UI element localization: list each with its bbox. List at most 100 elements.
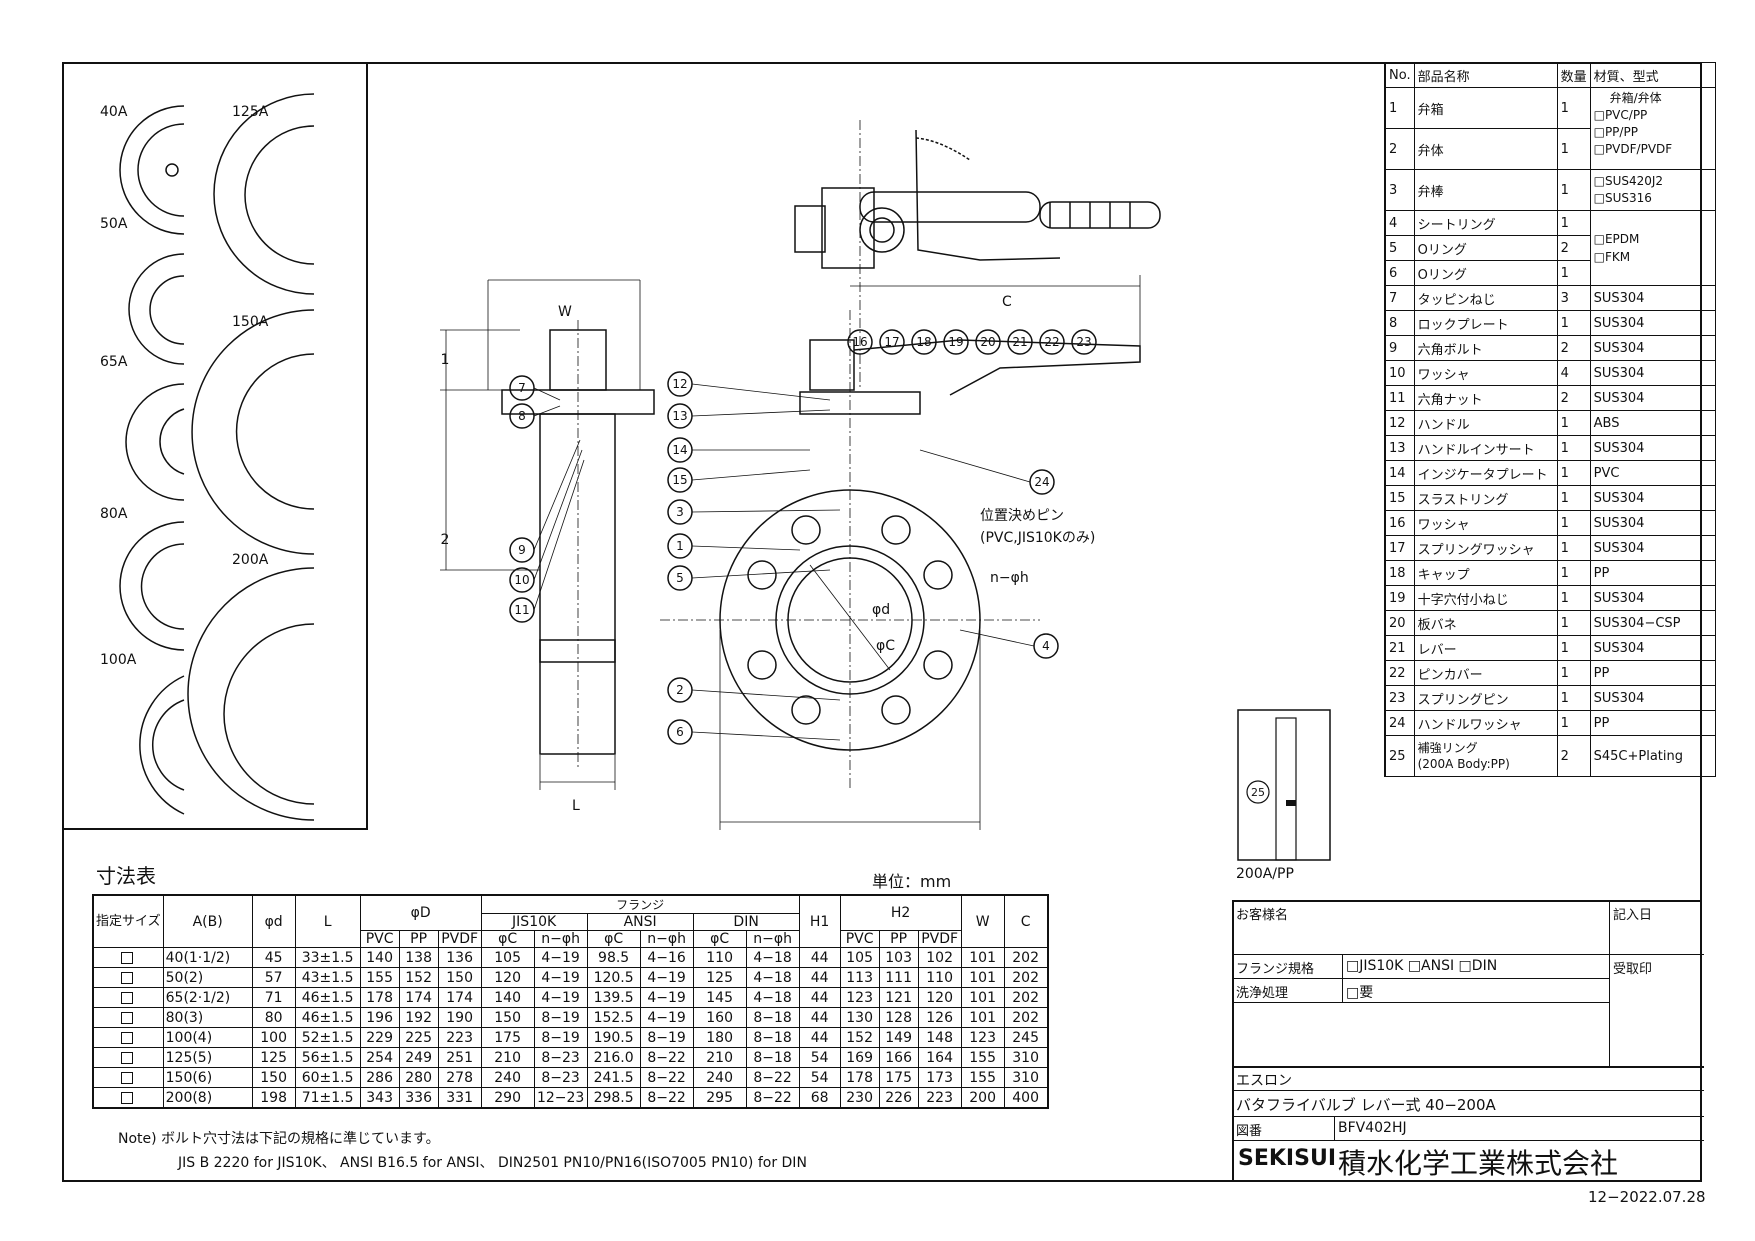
dim-cell: 113 (839, 967, 880, 988)
dim-cell: 52±1.5 (294, 1027, 361, 1048)
part-no: 18 (1384, 560, 1415, 586)
part-no: 25 (1384, 735, 1415, 777)
dim-cell: 245 (1003, 1027, 1049, 1048)
dim-cell: 166 (878, 1047, 919, 1068)
size-checkbox[interactable] (92, 1047, 164, 1068)
part-no: 11 (1384, 385, 1415, 411)
tb-flange-opts: □JIS10K □ANSI □DIN (1346, 958, 1498, 974)
part-qty: 1 (1556, 460, 1591, 486)
dim-cell: 290 (480, 1087, 535, 1109)
size-checkbox[interactable] (92, 1087, 164, 1109)
tb-cleaning-opt: □要 (1346, 985, 1374, 1001)
size-checkbox[interactable] (92, 1007, 164, 1028)
dim-cell: 102 (917, 947, 962, 968)
part-name: スプリングワッシャ (1413, 535, 1558, 561)
dim-cell: 400 (1003, 1087, 1049, 1109)
dim-cell: 169 (839, 1047, 880, 1068)
parts-header-qty: 数量 (1556, 62, 1591, 88)
dim-label-phi-d: φd (872, 602, 890, 618)
size-checkbox[interactable] (92, 987, 164, 1008)
tb-received: 受取印 (1613, 962, 1653, 977)
part-material: SUS304 (1589, 360, 1716, 386)
dim-cell: 240 (480, 1067, 535, 1088)
dim-cell: 249 (398, 1047, 439, 1068)
part-material: PP (1589, 560, 1716, 586)
part-no: 6 (1384, 260, 1415, 286)
dim-cell: 336 (398, 1087, 439, 1109)
size-checkbox[interactable] (92, 1067, 164, 1088)
dim-cell: 4−16 (639, 947, 694, 968)
dim-cell: 60±1.5 (294, 1067, 361, 1088)
part-qty: 1 (1556, 169, 1591, 211)
tb-brand: エスロン (1236, 1073, 1292, 1089)
dim-label-l: L (572, 798, 580, 814)
dim-cell: 251 (437, 1047, 482, 1068)
dim-head-ansi: ANSI (586, 913, 694, 931)
size-checkbox[interactable] (92, 1027, 164, 1048)
dim-cell: 198 (251, 1087, 296, 1109)
size-checkbox[interactable] (92, 967, 164, 988)
dim-cell: 33±1.5 (294, 947, 361, 968)
dim-head-jis: JIS10K (480, 913, 588, 931)
tb-drawing-no: BFV402HJ (1338, 1120, 1407, 1136)
part-material: SUS304−CSP (1589, 610, 1716, 636)
dim-cell: 343 (359, 1087, 400, 1109)
dim-cell: 278 (437, 1067, 482, 1088)
part-name: Oリング (1413, 260, 1558, 286)
dim-cell: 57 (251, 967, 296, 988)
balloon-label: 6 (676, 725, 684, 739)
part-no: 12 (1384, 410, 1415, 436)
dim-cell: 310 (1003, 1047, 1049, 1068)
dim-cell: 216.0 (586, 1047, 641, 1068)
dim-cell: 155 (960, 1047, 1005, 1068)
part-material: SUS304 (1589, 635, 1716, 661)
dim-cell: 8−19 (533, 1007, 588, 1028)
part-no: 23 (1384, 685, 1415, 711)
dim-head-a: A(B) (162, 894, 253, 948)
dim-cell: 8−22 (745, 1087, 800, 1109)
dim-sub-pvdf: PVDF (917, 930, 962, 948)
part-name: ロックプレート (1413, 310, 1558, 336)
dim-cell: 149 (878, 1027, 919, 1048)
dim-cell: 110 (917, 967, 962, 988)
dim-cell: 152 (398, 967, 439, 988)
dim-cell: 175 (480, 1027, 535, 1048)
tb-cleaning: 洗浄処理 (1236, 986, 1289, 1001)
dim-cell: 46±1.5 (294, 1007, 361, 1028)
balloon-label: 21 (1012, 335, 1027, 349)
dim-cell: 139.5 (586, 987, 641, 1008)
dim-cell: 101 (960, 947, 1005, 968)
dim-cell: 101 (960, 967, 1005, 988)
dim-cell: 202 (1003, 987, 1049, 1008)
dim-cell: 100(4) (162, 1027, 253, 1048)
dim-cell: 8−19 (639, 1027, 694, 1048)
dim-cell: 190.5 (586, 1027, 641, 1048)
dim-cell: 8−18 (745, 1027, 800, 1048)
size-label-100a: 100A (100, 652, 137, 668)
size-checkbox[interactable] (92, 947, 164, 968)
dim-note-1: Note) ボルト穴寸法は下記の規格に準じています。 (118, 1131, 440, 1147)
dim-cell: 174 (398, 987, 439, 1008)
part-no: 1 (1384, 87, 1415, 129)
part-name-25: 補強リング(200A Body:PP) (1413, 735, 1558, 777)
parts-header-material: 材質、型式 (1589, 62, 1716, 88)
part-qty: 1 (1556, 635, 1591, 661)
dim-cell: 44 (798, 987, 841, 1008)
part-no: 22 (1384, 660, 1415, 686)
dim-cell: 40(1·1/2) (162, 947, 253, 968)
dim-cell: 8−22 (639, 1067, 694, 1088)
dim-cell: 103 (878, 947, 919, 968)
balloon-label: 13 (672, 409, 687, 423)
material-body-cell: 弁箱/弁体 □PVC/PP□PP/PP□PVDF/PVDF (1589, 87, 1716, 170)
balloon-label: 20 (980, 335, 995, 349)
dim-label-w: W (558, 304, 572, 320)
dim-cell: 125(5) (162, 1047, 253, 1068)
dim-cell: 138 (398, 947, 439, 968)
dim-cell: 128 (878, 1007, 919, 1028)
part-no: 17 (1384, 535, 1415, 561)
part-material: SUS304 (1589, 685, 1716, 711)
